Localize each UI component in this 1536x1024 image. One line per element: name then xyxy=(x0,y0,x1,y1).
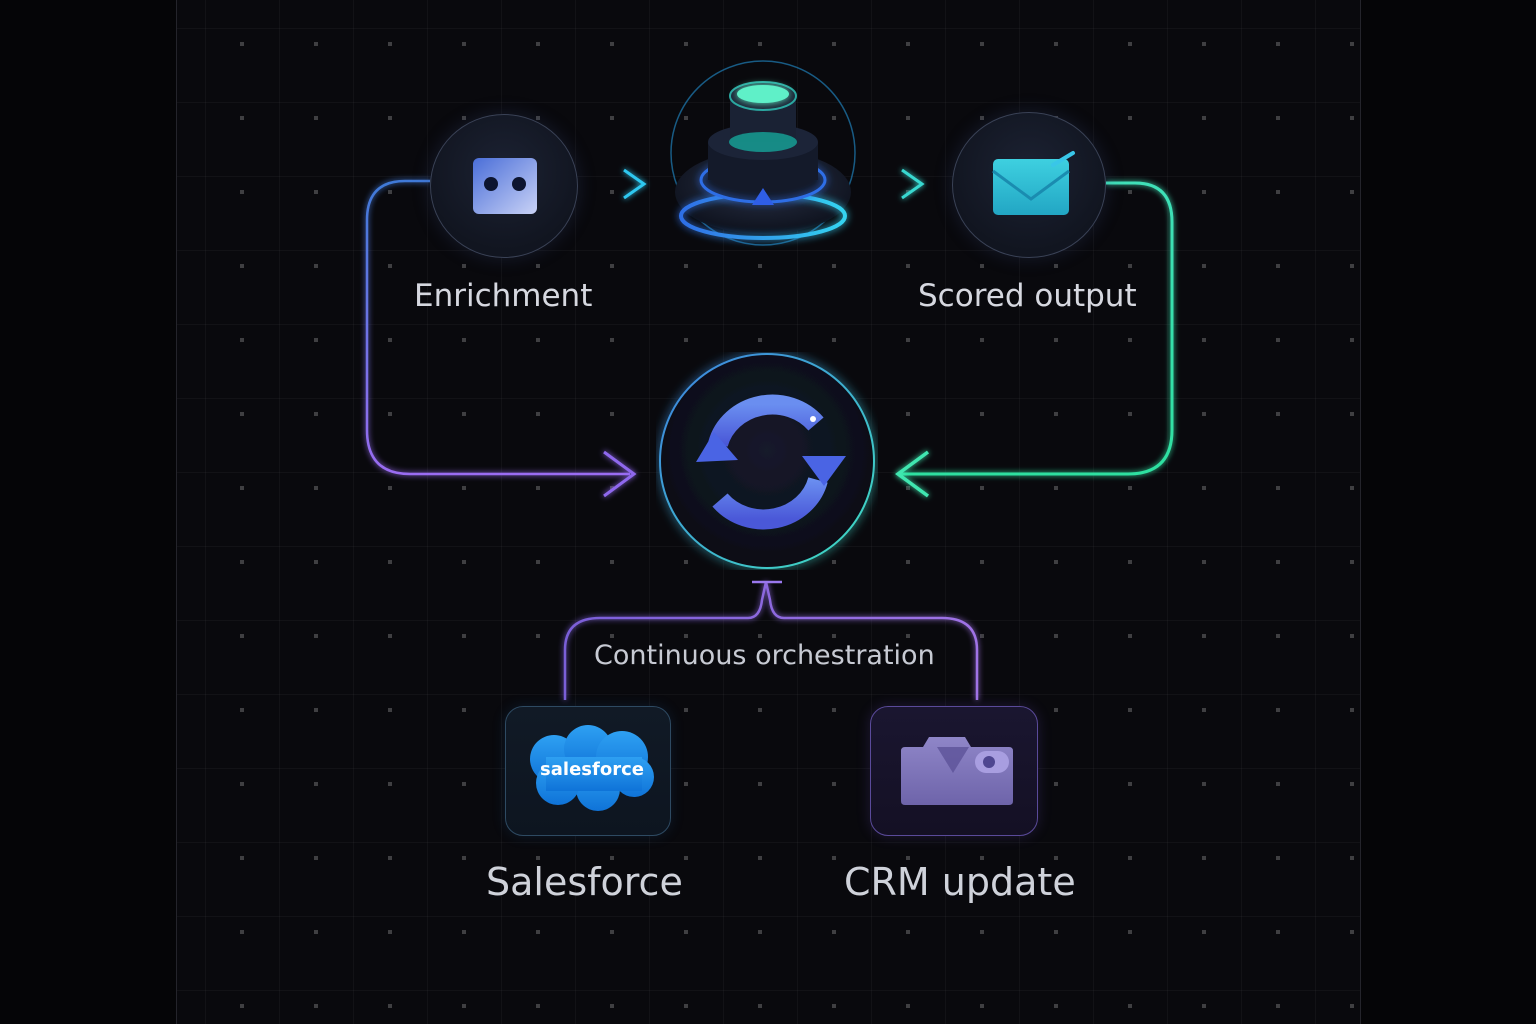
robot-face-icon xyxy=(431,115,577,257)
salesforce-label: Salesforce xyxy=(486,860,683,904)
orchestrator-node[interactable] xyxy=(656,352,878,570)
stacked-platform-icon xyxy=(668,58,858,258)
enrichment-node[interactable] xyxy=(430,114,578,258)
salesforce-node[interactable]: salesforce xyxy=(505,706,671,836)
crm-update-label: CRM update xyxy=(844,860,1076,904)
folder-toggle-icon xyxy=(871,707,1037,835)
salesforce-logo-text: salesforce xyxy=(540,759,644,780)
enrichment-label: Enrichment xyxy=(414,278,592,314)
scored-output-label: Scored output xyxy=(918,278,1137,314)
model-node[interactable] xyxy=(668,58,858,258)
sync-arrows-icon xyxy=(656,352,878,570)
folder-check-icon xyxy=(953,113,1105,257)
scored-output-node[interactable] xyxy=(952,112,1106,258)
salesforce-cloud-logo: salesforce xyxy=(506,707,670,835)
orchestration-label: Continuous orchestration xyxy=(594,640,935,671)
crm-update-node[interactable] xyxy=(870,706,1038,836)
